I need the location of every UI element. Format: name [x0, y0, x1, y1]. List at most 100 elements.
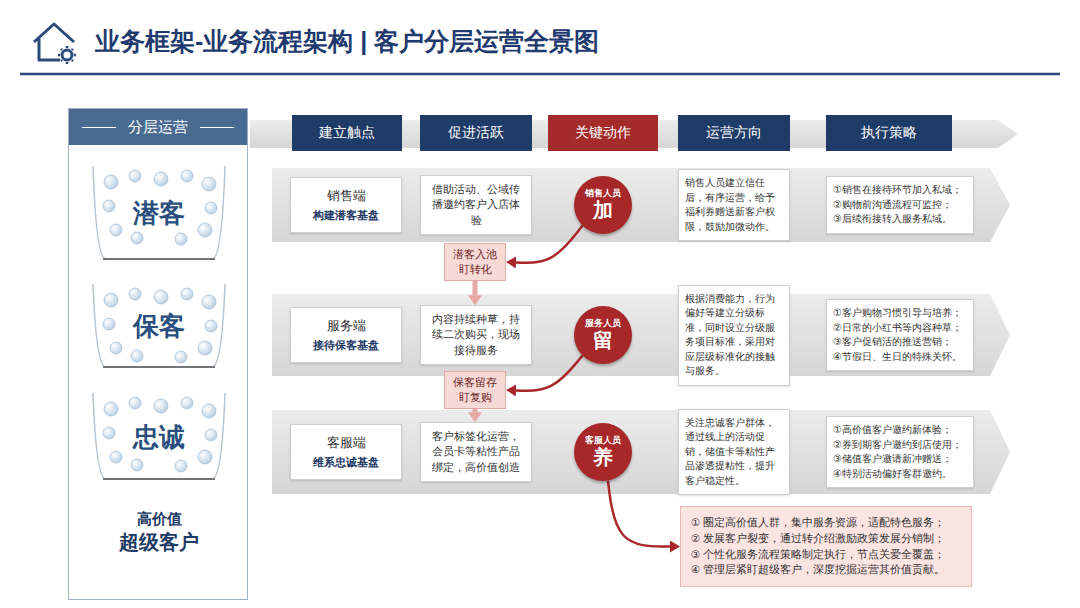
cup-base	[103, 478, 215, 480]
flow-arrow	[473, 281, 478, 295]
node-text: 养	[593, 446, 613, 469]
node-text: ① 圈定高价值人群，集中服务资源，适配特色服务；	[691, 515, 961, 531]
node-text: 借助活动、公域传播邀约客户入店体验	[427, 182, 525, 228]
bubble	[154, 172, 168, 186]
bubble	[154, 399, 168, 413]
focus-tag: 保客留存 盯复购	[444, 371, 506, 409]
node-text: 销售人员建立信任后，有序运营，给予福利券赠送新客户权限，鼓励加微动作。	[685, 176, 783, 234]
node-text: 执行策略	[861, 124, 917, 142]
action-circle: 服务人员留	[574, 306, 632, 364]
cup-outline	[93, 284, 225, 367]
page-title: 业务框架-业务流程架构 | 客户分层运营全景图	[95, 25, 599, 58]
node-text: 留	[593, 329, 613, 352]
bubble	[110, 451, 122, 463]
node-text: 客户标签化运营，会员卡等粘性产品绑定，高价值创造	[427, 429, 525, 475]
node-text: 超级客户	[69, 529, 249, 555]
node-text: 建立触点	[319, 124, 375, 142]
bubble	[175, 351, 187, 363]
column-header: 执行策略	[826, 115, 952, 151]
node-text: 潜客入池 盯转化	[449, 247, 501, 277]
node-text: 分层运营	[69, 109, 247, 145]
column-header: 促进活跃	[420, 115, 532, 151]
node-text: 客服端	[295, 434, 397, 452]
bubble	[129, 170, 141, 182]
content-box: 客户标签化运营，会员卡等粘性产品绑定，高价值创造	[420, 422, 532, 482]
channel-box: 服务端接待保客基盘	[290, 307, 402, 363]
content-box: ①高价值客户邀约新体验；②券到期客户邀约到店使用；③储值客户邀请新冲赠送；④特别…	[826, 416, 974, 488]
bubble	[198, 450, 212, 464]
node-text: 保客	[133, 309, 185, 344]
bubble	[205, 202, 217, 214]
bubble	[131, 232, 143, 244]
bubble	[205, 429, 217, 441]
node-text: 促进活跃	[448, 124, 504, 142]
cup-base	[103, 366, 215, 368]
content-box: 借助活动、公域传播邀约客户入店体验	[420, 175, 532, 235]
content-box: 关注忠诚客户群体，通过线上的活动促销，储值卡等粘性产品渗透提粘性，提升客户稳定性…	[678, 409, 790, 496]
node-text: ④特别活动偏好客群邀约。	[833, 467, 967, 482]
bubble	[154, 290, 168, 304]
node-text: 保客留存 盯复购	[449, 375, 501, 405]
node-text: 销售人员	[585, 188, 621, 199]
row-band	[272, 410, 1010, 494]
row-band	[272, 168, 1010, 242]
bubble	[198, 341, 212, 355]
action-circle: 销售人员加	[574, 176, 632, 234]
bubble	[110, 342, 122, 354]
channel-box: 销售端构建潜客基盘	[290, 177, 402, 233]
node-text: ④ 管理层紧盯超级客户，深度挖掘运营其价值贡献。	[691, 562, 961, 578]
node-text: ①客户购物习惯引导与培养；	[833, 306, 967, 321]
node-text: 内容持续种草，持续二次购买，现场接待服务	[427, 312, 525, 358]
node-text: 运营方向	[706, 124, 762, 142]
bubble	[181, 397, 193, 409]
bubble	[175, 233, 187, 245]
bubble	[104, 402, 118, 416]
cup-outline	[93, 166, 225, 259]
house-icon	[34, 24, 76, 64]
node-text: 潜客	[133, 196, 185, 231]
bubble	[202, 295, 216, 309]
funnel-stage: 忠诚	[89, 393, 229, 481]
column-header: 建立触点	[292, 115, 402, 151]
node-text: ③ 个性化服务流程策略制定执行，节点关爱全覆盖；	[691, 547, 961, 563]
bubble	[198, 223, 212, 237]
cup-base	[103, 258, 215, 260]
bubble	[103, 200, 115, 212]
bubble	[181, 170, 193, 182]
node-text: 客服人员	[585, 435, 621, 446]
bubble	[131, 350, 143, 362]
strategy-box: ① 圈定高价值人群，集中服务资源，适配特色服务；② 发展客户裂变，通过转介绍激励…	[680, 506, 972, 587]
bubble	[104, 293, 118, 307]
flow-arrow	[473, 409, 478, 412]
node-text: 根据消费能力，行为偏好等建立分级标准，同时设立分级服务项目标准，采用对应层级标准…	[685, 292, 783, 379]
row-band	[272, 294, 1010, 376]
cup-outline	[93, 393, 225, 479]
node-text: ② 发展客户裂变，通过转介绍激励政策发展分销制；	[691, 531, 961, 547]
bubble	[181, 288, 193, 300]
node-text: 维系忠诚基盘	[295, 455, 397, 470]
node-text: 服务人员	[585, 318, 621, 329]
node-text: 销售端	[295, 187, 397, 205]
node-text: ③客户促销活的推送营销；	[833, 335, 967, 350]
node-text: ④节假日、生日的特殊关怀。	[833, 350, 967, 365]
channel-box: 客服端维系忠诚基盘	[290, 424, 402, 480]
content-box: ①客户购物习惯引导与培养；②日常的小红书等内容种草；③客户促销活的推送营销；④节…	[826, 299, 974, 371]
funnel-stage: 保客	[89, 284, 229, 369]
bubble	[175, 460, 187, 472]
column-header: 关键动作	[548, 115, 658, 151]
bubble	[129, 288, 141, 300]
node-text: 关注忠诚客户群体，通过线上的活动促销，储值卡等粘性产品渗透提粘性，提升客户稳定性…	[685, 416, 783, 489]
bubble	[103, 318, 115, 330]
node-text: 高价值	[69, 509, 249, 529]
content-box: 根据消费能力，行为偏好等建立分级标准，同时设立分级服务项目标准，采用对应层级标准…	[678, 285, 790, 386]
node-text: ①高价值客户邀约新体验；	[833, 423, 967, 438]
node-text: ②日常的小红书等内容种草；	[833, 321, 967, 336]
node-text: 服务端	[295, 317, 397, 335]
focus-tag: 潜客入池 盯转化	[444, 243, 506, 281]
node-text: 忠诚	[133, 420, 185, 455]
content-box: 内容持续种草，持续二次购买，现场接待服务	[420, 305, 532, 365]
node-text: 构建潜客基盘	[295, 208, 397, 223]
bubble	[129, 397, 141, 409]
top-tier-label: 高价值超级客户	[69, 509, 249, 555]
